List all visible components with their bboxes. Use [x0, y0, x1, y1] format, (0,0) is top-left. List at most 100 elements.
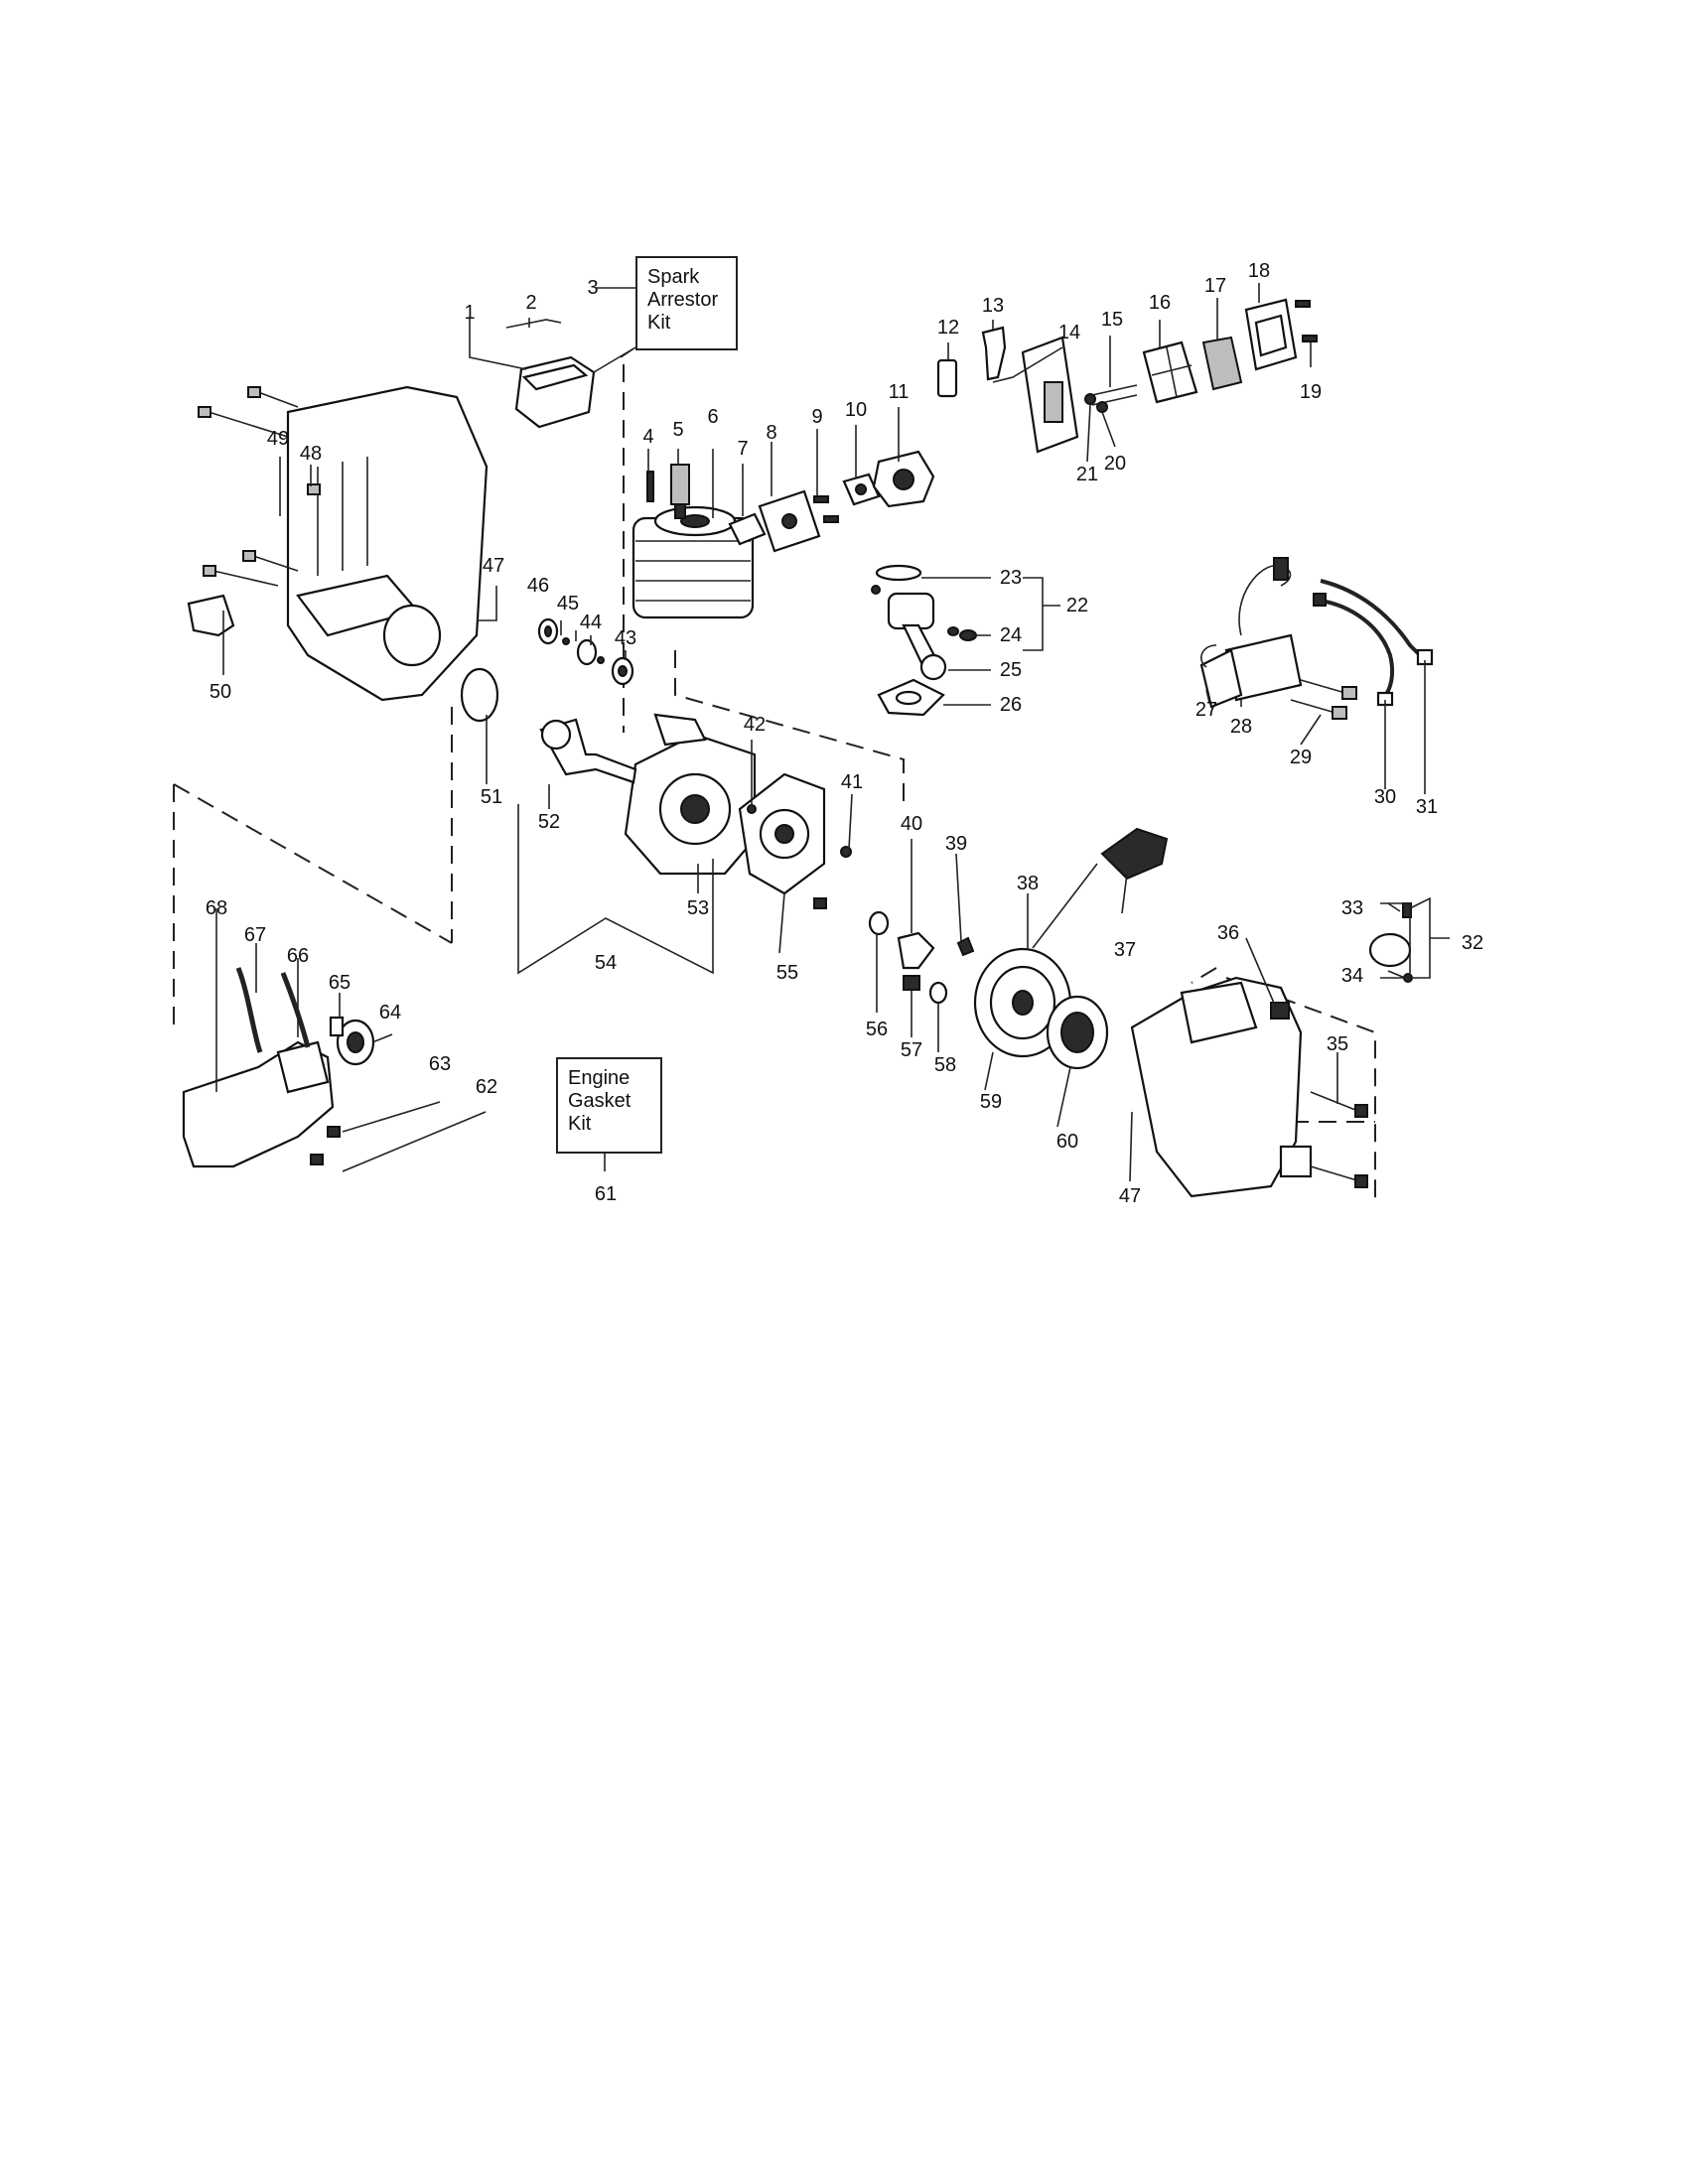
callout-49: 49 — [266, 428, 290, 450]
bearing-part-24 — [947, 626, 977, 641]
callout-28: 28 — [1229, 716, 1253, 738]
crankcase-half-part-55 — [738, 772, 827, 909]
bearings-part-43-46 — [537, 617, 634, 686]
callout-3: 3 — [587, 277, 599, 299]
callout-6: 6 — [707, 406, 719, 428]
muffler-part-1 — [514, 355, 596, 429]
callout-44: 44 — [579, 612, 603, 633]
screws-part-62-63 — [310, 1126, 341, 1165]
callout-23: 23 — [999, 567, 1023, 589]
bracket-part-50 — [187, 594, 235, 637]
callout-42: 42 — [743, 714, 767, 736]
spark-arrestor-kit-box: Spark Arrestor Kit — [635, 256, 738, 350]
crankcase-part-53 — [624, 713, 757, 876]
callout-47-engine-cover: 47 — [482, 555, 505, 577]
callout-30: 30 — [1373, 786, 1397, 808]
callout-16: 16 — [1148, 292, 1172, 314]
fuel-tank-part-68 — [182, 1040, 335, 1168]
callout-10: 10 — [844, 399, 868, 421]
callout-13: 13 — [981, 295, 1005, 317]
callout-47-starter-housing: 47 — [1118, 1185, 1142, 1207]
callout-54: 54 — [594, 952, 618, 974]
screw-part-4 — [646, 471, 654, 502]
callout-20: 20 — [1103, 453, 1127, 475]
o-ring-part-51 — [460, 667, 499, 723]
callout-25: 25 — [999, 659, 1023, 681]
air-filter-part-17 — [1201, 336, 1243, 391]
engine-gasket-kit-box: Engine Gasket Kit — [556, 1057, 662, 1154]
screw-part-19 — [1295, 300, 1318, 342]
callout-31: 31 — [1415, 796, 1439, 818]
screw-part-39 — [956, 936, 975, 957]
clamp-part-32 — [1368, 902, 1413, 983]
kit-label-line: Gasket — [568, 1090, 632, 1112]
callout-19: 19 — [1299, 381, 1323, 403]
callout-55: 55 — [775, 962, 799, 984]
callout-63: 63 — [428, 1053, 452, 1075]
ignition-module-part-28 — [1199, 557, 1303, 709]
callout-1: 1 — [464, 302, 476, 324]
callout-17: 17 — [1203, 275, 1227, 297]
callout-45: 45 — [556, 593, 580, 614]
callout-34: 34 — [1340, 965, 1364, 987]
pin-part-42 — [747, 804, 757, 814]
callout-53: 53 — [686, 897, 710, 919]
callout-32: 32 — [1461, 932, 1484, 954]
callout-50: 50 — [209, 681, 232, 703]
kit-label-line: Kit — [568, 1113, 592, 1135]
kit-label-line: Engine — [568, 1067, 631, 1089]
callout-18: 18 — [1247, 260, 1271, 282]
callout-48: 48 — [299, 443, 323, 465]
engine-cover-part-47 — [286, 385, 489, 702]
screws-part-48-49 — [198, 386, 321, 587]
shaft-part-40 — [868, 910, 935, 970]
callout-29: 29 — [1289, 747, 1313, 768]
callout-14: 14 — [1057, 322, 1081, 343]
pawl-part-36 — [1270, 1002, 1290, 1020]
callout-56: 56 — [865, 1019, 889, 1040]
callout-41: 41 — [840, 771, 864, 793]
callout-22: 22 — [1065, 595, 1089, 616]
screw-part-57-58 — [903, 975, 948, 1005]
callout-7: 7 — [737, 438, 749, 460]
callout-68: 68 — [205, 897, 228, 919]
callout-57: 57 — [900, 1039, 923, 1061]
callout-65: 65 — [328, 972, 351, 994]
callout-27: 27 — [1194, 699, 1218, 721]
clip-part-27 — [1200, 644, 1217, 668]
choke-lever-part-13 — [981, 326, 1007, 381]
callout-15: 15 — [1100, 309, 1124, 331]
callout-2: 2 — [525, 292, 537, 314]
gasket-part-10 — [842, 473, 881, 506]
callout-12: 12 — [936, 317, 960, 339]
spark-plug-part-5 — [670, 464, 690, 519]
crankshaft-part-52 — [539, 718, 637, 784]
callout-5: 5 — [672, 419, 684, 441]
callout-59: 59 — [979, 1091, 1003, 1113]
callout-33: 33 — [1340, 897, 1364, 919]
callout-64: 64 — [378, 1002, 402, 1024]
callout-40: 40 — [900, 813, 923, 835]
screws-part-29 — [1290, 679, 1357, 720]
piston-part-25 — [871, 585, 947, 681]
kit-label-line: Arrestor — [647, 289, 719, 311]
callout-38: 38 — [1016, 873, 1040, 894]
kit-label-line: Kit — [647, 312, 671, 334]
callout-39: 39 — [944, 833, 968, 855]
callout-11: 11 — [888, 381, 910, 403]
washer-part-20-21 — [1084, 393, 1108, 413]
starter-housing-part-47 — [1130, 976, 1368, 1198]
callout-60: 60 — [1055, 1131, 1079, 1153]
callout-62: 62 — [475, 1076, 498, 1098]
callout-24: 24 — [999, 624, 1023, 646]
callout-4: 4 — [642, 426, 654, 448]
gasket-part-7 — [728, 512, 767, 546]
callout-46: 46 — [526, 575, 550, 597]
callout-37: 37 — [1113, 939, 1137, 961]
callout-43: 43 — [614, 627, 637, 649]
fuel-cap-part-64 — [336, 1019, 375, 1066]
callout-26: 26 — [999, 694, 1023, 716]
callout-66: 66 — [286, 945, 310, 967]
carburetor-part-11 — [872, 450, 935, 508]
